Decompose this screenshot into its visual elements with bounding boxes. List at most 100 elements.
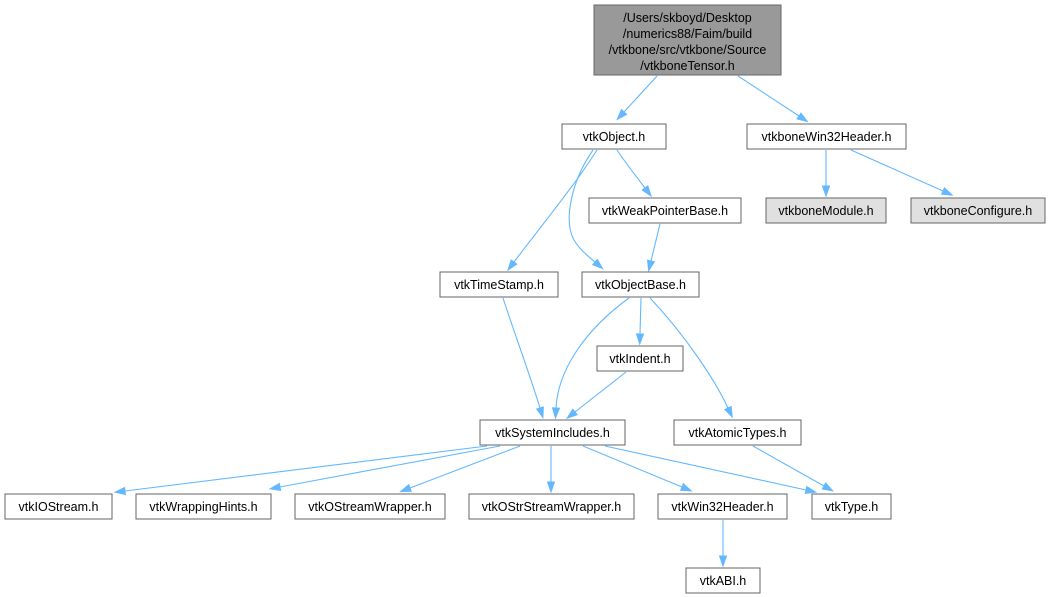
arrowhead (821, 185, 831, 198)
node-label: vtkOStrStreamWrapper.h (482, 500, 621, 514)
node-label: vtkboneModule.h (778, 204, 873, 218)
node-label: vtkObjectBase.h (595, 278, 686, 292)
node-vtkOStrStreamWrapper-h[interactable]: vtkOStrStreamWrapper.h (468, 493, 635, 520)
node-label: vtkIOStream.h (19, 500, 99, 514)
node-vtkboneTensor-h: /Users/skboyd/Desktop /numerics88/Faim/b… (593, 4, 782, 76)
node-label: vtkTimeStamp.h (454, 278, 544, 292)
nodes-layer: /Users/skboyd/Desktop /numerics88/Faim/b… (4, 4, 1046, 594)
edge-line (582, 445, 683, 488)
edge-line (502, 297, 541, 409)
node-vtkTimeStamp-h[interactable]: vtkTimeStamp.h (439, 271, 559, 298)
node-vtkWin32Header-h[interactable]: vtkWin32Header.h (657, 493, 788, 520)
edge-vtkSystemIncludes-to-vtkWin32Header (582, 445, 693, 492)
edge-vtkboneWin32Header-to-vtkboneModule (821, 150, 831, 198)
arrowhead (718, 555, 728, 568)
edge-root-to-vtkboneWin32Header (737, 75, 809, 123)
edge-vtkSystemIncludes-to-vtkType (604, 445, 818, 495)
edge-line (649, 297, 729, 409)
edge-line (568, 149, 596, 263)
edge-line (623, 75, 658, 113)
edge-vtkObjectBase-to-vtkSystemIncludes (551, 297, 630, 420)
node-label: vtkIndent.h (609, 352, 670, 366)
edge-line (555, 297, 630, 409)
node-vtkObjectBase-h[interactable]: vtkObjectBase.h (581, 271, 700, 298)
arrowhead (796, 112, 809, 123)
edge-line (737, 75, 800, 117)
node-label: vtkboneWin32Header.h (762, 130, 892, 144)
edge-vtkObject-to-vtkWeakPointerBase (616, 149, 653, 198)
node-vtkboneConfigure-h: vtkboneConfigure.h (910, 197, 1046, 224)
node-label: vtkWin32Header.h (671, 500, 773, 514)
edge-line (604, 445, 807, 491)
edge-vtkWin32Header-to-vtkABI (718, 520, 728, 568)
edge-vtkAtomicTypes-to-vtkType (752, 445, 835, 492)
edge-vtkSystemIncludes-to-vtkOStreamWrapper (399, 445, 521, 493)
edge-vtkObjectBase-to-vtkAtomicTypes (649, 297, 733, 419)
node-vtkIOStream-h[interactable]: vtkIOStream.h (4, 493, 113, 520)
arrowhead (113, 486, 127, 496)
arrowhead (535, 406, 544, 420)
arrowhead (507, 259, 518, 272)
edge-vtkTimeStamp-to-vtkSystemIncludes (502, 297, 544, 420)
arrowhead (641, 185, 653, 198)
edge-line (513, 149, 598, 263)
arrowhead (940, 186, 954, 196)
node-label: vtkOStreamWrapper.h (308, 500, 431, 514)
edge-vtkSystemIncludes-to-vtkOStrStreamWrapper (546, 446, 556, 494)
edge-line (616, 149, 646, 189)
root-path-line-3: /vtkbone/src/vtkbone/Source (609, 43, 767, 57)
node-label: vtkWrappingHints.h (149, 500, 257, 514)
root-path-line-4: /vtkboneTensor.h (640, 59, 735, 73)
node-vtkboneModule-h: vtkboneModule.h (765, 197, 887, 224)
node-label: vtkboneConfigure.h (924, 204, 1032, 218)
arrowhead (635, 333, 645, 346)
edge-vtkIndent-to-vtkSystemIncludes (565, 371, 627, 420)
node-label: vtkAtomicTypes.h (689, 426, 787, 440)
root-path-line-2: /numerics88/Faim/build (623, 27, 752, 41)
node-label: vtkObject.h (583, 130, 646, 144)
arrowhead (546, 481, 556, 494)
arrowhead (565, 408, 578, 420)
edge-vtkObject-to-vtkObjectBase (568, 149, 604, 270)
node-vtkABI-h[interactable]: vtkABI.h (685, 567, 761, 594)
arrowhead (551, 407, 561, 420)
node-vtkSystemIncludes-h[interactable]: vtkSystemIncludes.h (479, 419, 626, 446)
root-path-line-1: /Users/skboyd/Desktop (623, 11, 752, 25)
edge-vtkWeakPointerBase-to-vtkObjectBase (647, 223, 661, 273)
edge-vtkObject-to-vtkTimeStamp (507, 149, 598, 272)
edge-vtkboneWin32Header-to-vtkboneConfigure (850, 149, 954, 196)
edge-line (650, 223, 661, 262)
edge-vtkObjectBase-to-vtkIndent (635, 297, 645, 346)
edge-line (409, 445, 521, 489)
arrowhead (679, 482, 693, 492)
edge-root-to-vtkObject (616, 75, 658, 121)
arrowhead (268, 482, 282, 492)
edge-line (850, 149, 944, 192)
node-vtkWrappingHints-h[interactable]: vtkWrappingHints.h (135, 493, 272, 520)
node-vtkObject-h[interactable]: vtkObject.h (561, 123, 667, 150)
edge-line (279, 445, 501, 488)
node-label: vtkABI.h (700, 574, 747, 588)
edge-line (574, 371, 627, 413)
arrowhead (399, 483, 412, 493)
node-vtkOStreamWrapper-h[interactable]: vtkOStreamWrapper.h (294, 493, 446, 520)
edges-layer (113, 75, 954, 568)
arrowhead (647, 259, 656, 273)
arrowhead (821, 482, 835, 492)
node-vtkIndent-h[interactable]: vtkIndent.h (596, 345, 684, 372)
edge-line (124, 445, 488, 492)
node-vtkAtomicTypes-h[interactable]: vtkAtomicTypes.h (673, 419, 802, 446)
edge-vtkSystemIncludes-to-vtkIOStream (113, 445, 488, 496)
node-vtkWeakPointerBase-h[interactable]: vtkWeakPointerBase.h (588, 197, 742, 224)
node-vtkboneWin32Header-h[interactable]: vtkboneWin32Header.h (746, 123, 907, 150)
arrowhead (723, 405, 733, 419)
edge-line (639, 297, 642, 335)
edge-vtkSystemIncludes-to-vtkWrappingHints (268, 445, 501, 492)
node-label: vtkWeakPointerBase.h (602, 204, 728, 218)
node-label: vtkType.h (825, 500, 879, 514)
arrowhead (804, 485, 818, 495)
node-label: vtkSystemIncludes.h (495, 426, 610, 440)
edge-line (752, 445, 825, 487)
node-vtkType-h[interactable]: vtkType.h (811, 493, 892, 520)
